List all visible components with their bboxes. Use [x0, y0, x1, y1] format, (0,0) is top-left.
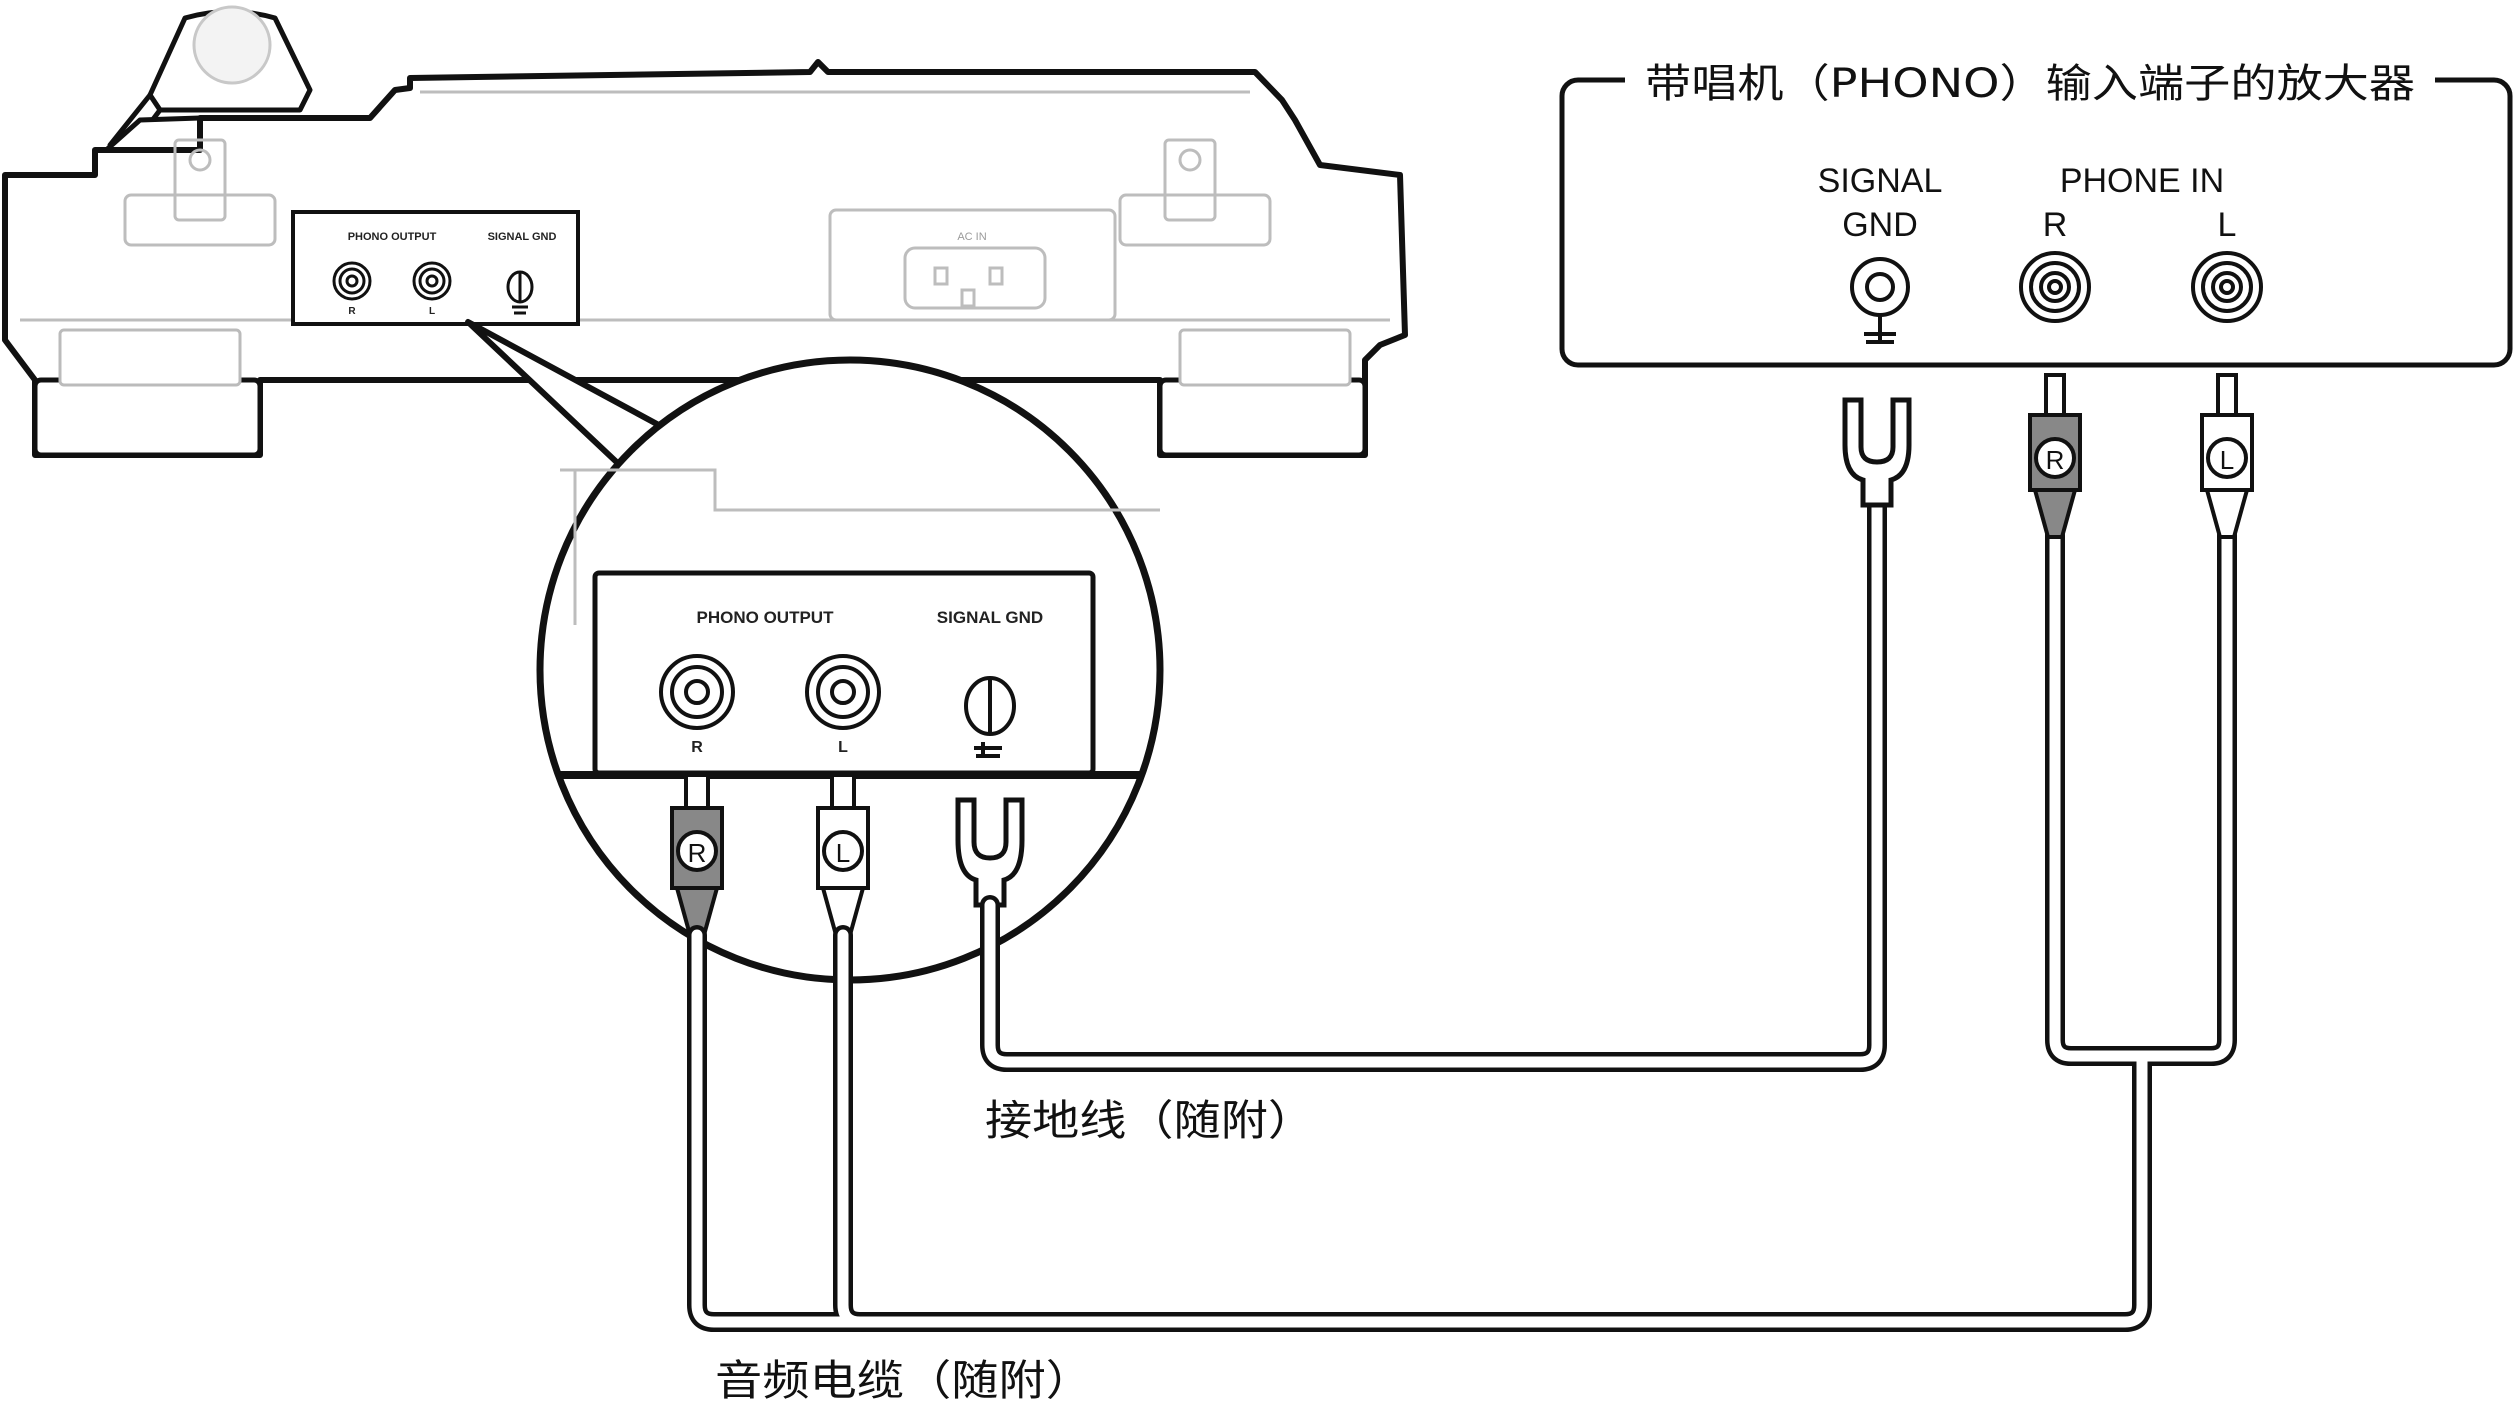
audio-cable-amp-branch: [2045, 525, 2237, 1066]
phono-output-label-small: PHONO OUTPUT: [348, 231, 437, 243]
ground-screw: [964, 676, 1016, 758]
cables-inner: [691, 499, 2233, 1328]
ac-in-label: AC IN: [957, 231, 986, 243]
amplifier-title: 带唱机（PHONO）输入端子的放大器: [1645, 61, 2415, 107]
amp-ground-terminal: [1850, 257, 1910, 344]
signal-gnd-label-small: SIGNAL GND: [488, 231, 557, 243]
amp-jack-r-label: R: [2043, 206, 2068, 244]
plug-r-mark-amplifier: R: [2046, 445, 2065, 475]
turntable: AC IN PHONO OUTPUT SIGNAL GND R L: [2, 5, 1408, 458]
turntable-faint-details: [20, 90, 1390, 322]
audio-cable-caption: 音频电缆（随附）: [715, 1356, 1093, 1405]
plug-r-mark-turntable: R: [688, 838, 707, 868]
jack-r-label: R: [691, 739, 703, 756]
plug-l-mark-turntable: L: [836, 838, 850, 868]
turntable-feet: [32, 328, 1368, 458]
amp-rca-jack-r: [2019, 251, 2091, 323]
rca-plug-r-turntable: R: [670, 773, 724, 937]
jack-r-label-small: R: [348, 306, 356, 317]
rca-jack-r: [659, 654, 735, 730]
amplifier: 带唱机（PHONO）输入端子的放大器 SIGNAL GND PHONE IN R…: [1559, 55, 2513, 368]
ground-wire-caption: 接地线（随附）: [985, 1096, 1315, 1145]
rca-jack-r-small: [332, 261, 372, 301]
amp-jack-l-label: L: [2218, 206, 2237, 244]
amp-rca-jack-l: [2191, 251, 2263, 323]
plug-l-mark-amplifier: L: [2220, 445, 2234, 475]
rca-jack-l-small: [412, 261, 452, 301]
phone-in-label: PHONE IN: [2060, 162, 2224, 200]
jack-l-label-small: L: [429, 306, 435, 317]
spade-lug-turntable: [955, 797, 1025, 908]
rca-jack-l: [805, 654, 881, 730]
audio-cable-r: [687, 925, 2152, 1332]
jack-l-label: L: [838, 739, 848, 756]
signal-gnd-label: SIGNAL GND: [937, 608, 1043, 627]
spade-lug-amplifier: [1842, 397, 1912, 508]
rear-panel-small: PHONO OUTPUT SIGNAL GND R L: [291, 210, 580, 326]
gnd-label: GND: [1842, 206, 1918, 244]
magnifier-callout: PHONO OUTPUT SIGNAL GND R L R: [465, 319, 1164, 984]
rca-plug-l-turntable: L: [816, 773, 870, 937]
phono-output-label: PHONO OUTPUT: [697, 608, 835, 627]
signal-label: SIGNAL: [1818, 162, 1943, 200]
amplifier-box: [1559, 77, 2513, 368]
rca-plug-l-amplifier: L: [2200, 373, 2254, 539]
rca-plug-r-amplifier: R: [2028, 373, 2082, 539]
ground-screw-small: [506, 270, 534, 315]
